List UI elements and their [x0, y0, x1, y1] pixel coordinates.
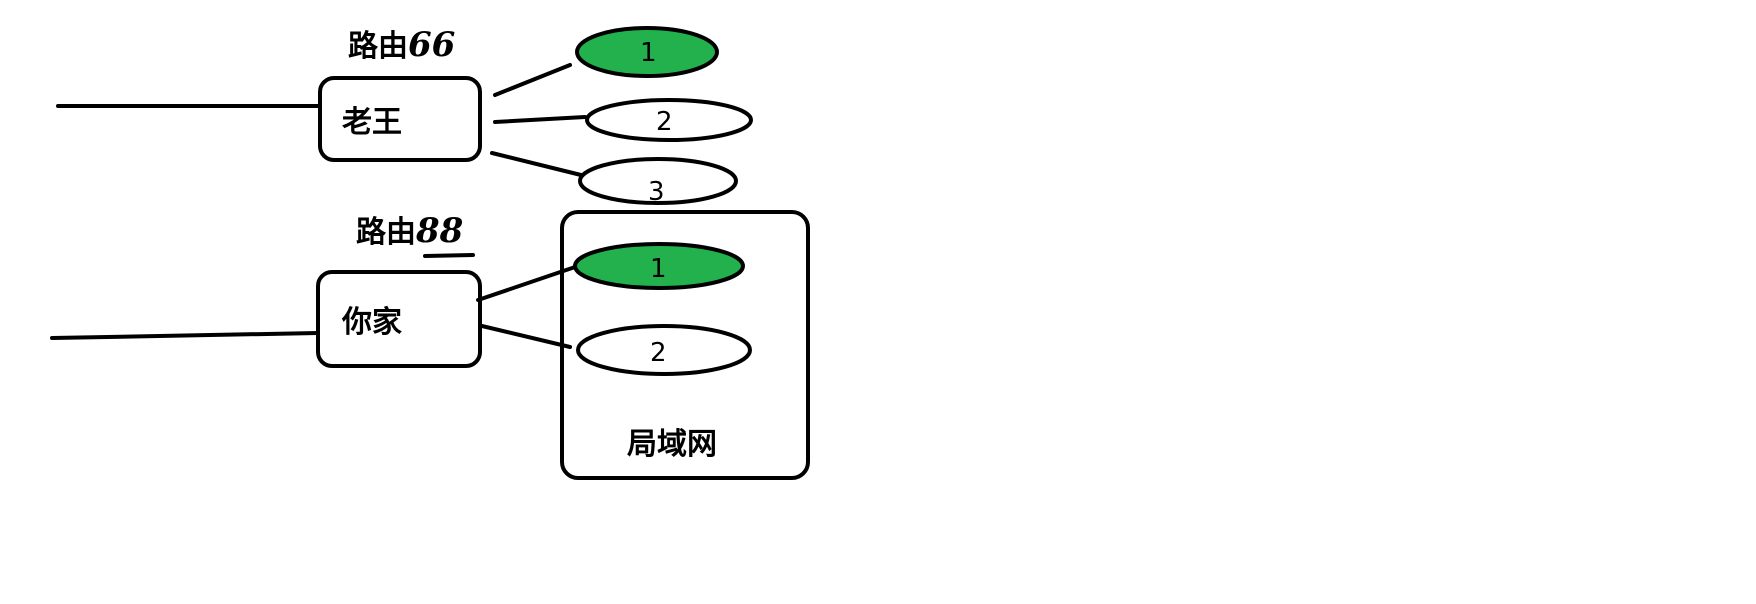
- link-nijia-device-2: [480, 324, 572, 349]
- router-title-66: 路由66: [348, 25, 455, 65]
- router-box-laowang: [318, 76, 482, 162]
- lan-label: 局域网: [627, 427, 717, 462]
- lan-box: [560, 210, 810, 480]
- router-box-label-laowang: 老王: [342, 105, 402, 140]
- uplink-line-router-88: [50, 331, 320, 340]
- device-bottom-1-label: 1: [650, 254, 667, 284]
- router-title-88: 路由88: [356, 211, 463, 251]
- device-bottom-2-label: 2: [650, 338, 667, 368]
- device-top-3-label: 3: [648, 177, 665, 207]
- device-bottom-2: [576, 324, 752, 376]
- device-top-2: [585, 98, 753, 142]
- device-top-1: [575, 26, 719, 78]
- device-top-3: [578, 157, 738, 205]
- router-number-66: 66: [408, 25, 455, 65]
- router-box-nijia: [316, 270, 482, 368]
- router-title-prefix: 路由: [356, 215, 416, 250]
- router-number-88: 88: [415, 211, 463, 251]
- router-number-88-underline: [423, 253, 475, 258]
- device-top-1-label: 1: [640, 38, 657, 68]
- link-laowang-device-1: [493, 63, 572, 97]
- router-title-prefix: 路由: [348, 29, 408, 64]
- router-box-label-nijia: 你家: [341, 305, 402, 340]
- device-bottom-1: [573, 242, 745, 290]
- link-laowang-device-2: [493, 115, 587, 124]
- link-laowang-device-3: [490, 151, 587, 178]
- device-top-2-label: 2: [656, 107, 673, 137]
